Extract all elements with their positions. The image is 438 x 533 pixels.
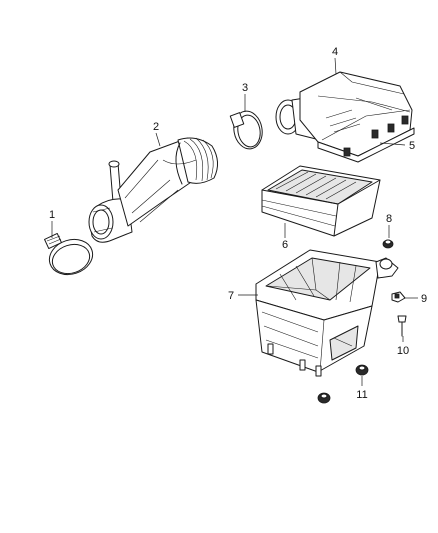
part-10-bolt (397, 315, 407, 337)
callout-2: 2 (153, 121, 159, 133)
part-2-intake-tube (88, 137, 218, 243)
part-8-grommet (382, 239, 394, 249)
callout-10: 10 (397, 345, 409, 357)
part-11-grommet (317, 364, 369, 404)
callout-9: 9 (421, 293, 427, 305)
callout-6: 6 (282, 239, 288, 251)
part-4-air-cleaner-cover (275, 71, 415, 163)
leader-lines (51, 57, 418, 386)
callout-8: 8 (386, 213, 392, 225)
part-1-hose-clamp (44, 233, 94, 276)
callout-7: 7 (228, 290, 234, 302)
part-6-air-filter (261, 165, 381, 237)
part-5-retaining-clips (343, 115, 409, 157)
part-7-air-cleaner-housing (255, 249, 399, 377)
callout-4: 4 (332, 46, 338, 58)
callout-11: 11 (356, 389, 367, 401)
callout-5: 5 (409, 140, 415, 152)
part-3-hose-clamp (229, 110, 263, 150)
callout-3: 3 (242, 82, 248, 94)
callout-1: 1 (49, 209, 55, 221)
part-9-nut (391, 291, 406, 303)
